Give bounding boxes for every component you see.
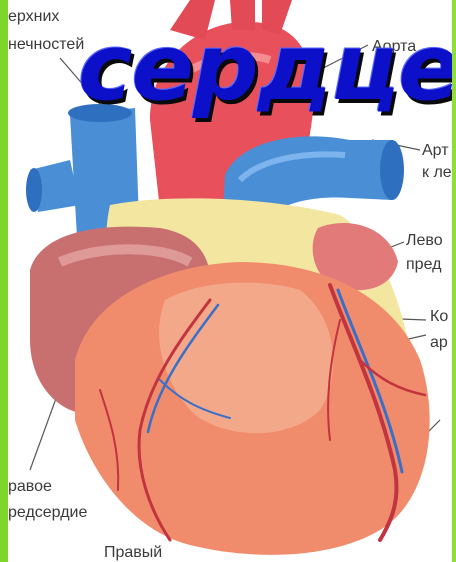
label-upper-veins-line1: ерхних [8,8,59,26]
label-pulmonary-artery-line1: Арт [422,142,449,160]
label-upper-veins-line2: нечностей [8,36,84,54]
label-left-atrium-line1: Лево [406,232,443,250]
label-right-ventricle: Правый [104,544,162,562]
label-right-atrium-line2: редсердие [8,504,87,522]
label-coronary-line1: Ко [430,308,448,326]
label-left-atrium-line2: пред [406,256,441,274]
label-right-atrium-line1: равое [8,478,52,496]
label-pulmonary-artery-line2: к ле [422,164,452,182]
slide-title: сердце [78,18,456,118]
label-coronary-line2: ар [430,334,448,352]
